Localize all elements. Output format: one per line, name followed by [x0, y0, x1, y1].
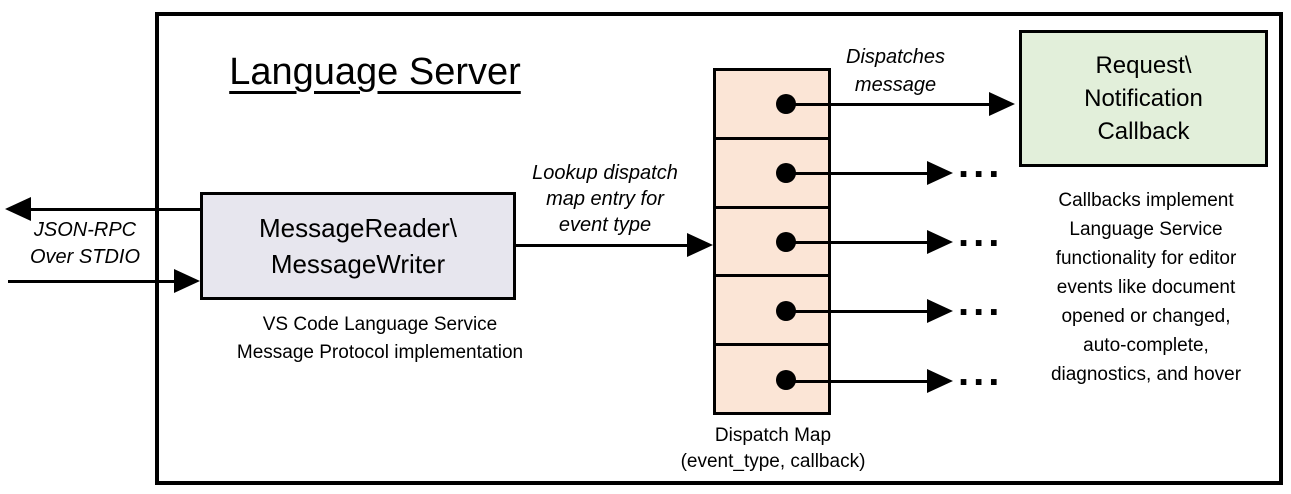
dispatch-arrow-2-line	[786, 172, 928, 175]
jsonrpc-stdio-label: JSON-RPC Over STDIO	[29, 219, 140, 268]
stdio-out-arrowhead-icon	[5, 197, 31, 221]
diagram-title: Language Server	[229, 51, 521, 93]
message-reader-writer-box: MessageReader\ MessageWriter	[200, 192, 516, 300]
lookup-arrowhead-icon	[687, 233, 713, 257]
callbacks-note: Callbacks implement Language Service fun…	[1050, 190, 1242, 385]
callback-ellipsis: ...	[958, 280, 1004, 324]
dispatch-arrow-5-head-icon	[927, 369, 953, 393]
lookup-label: Lookup dispatch map entry for event type	[532, 162, 678, 236]
dispatch-arrow-1-head-icon	[989, 92, 1015, 116]
dispatch-arrow-4-head-icon	[927, 299, 953, 323]
dispatch-arrow-3-head-icon	[927, 230, 953, 254]
dispatch-map-caption: Dispatch Map (event_type, callback)	[680, 425, 866, 472]
stdio-in-arrow-line	[8, 280, 174, 283]
dispatch-arrow-2-head-icon	[927, 161, 953, 185]
callback-ellipsis: ...	[958, 211, 1004, 255]
dispatch-arrow-1-line	[786, 103, 990, 106]
stdio-in-arrowhead-icon	[174, 269, 200, 293]
dispatch-map-cell	[716, 274, 828, 343]
lookup-arrow-line	[515, 244, 689, 247]
reader-caption: VS Code Language Service Message Protoco…	[236, 314, 524, 363]
dispatches-message-label: Dispatches message	[846, 46, 945, 96]
dispatch-map-cell	[716, 343, 828, 412]
request-notification-callback-label: Request\ Notification Callback	[1084, 52, 1203, 145]
dispatch-map-cell	[716, 205, 828, 275]
callback-ellipsis: ...	[958, 142, 1004, 186]
dispatch-arrow-5-line	[786, 380, 928, 383]
dispatch-arrow-3-line	[786, 241, 928, 244]
request-notification-callback-box: Request\ Notification Callback	[1019, 30, 1268, 167]
stdio-out-arrow-line	[30, 208, 200, 211]
callback-ellipsis: ...	[958, 350, 1004, 394]
dispatch-map-cell	[716, 136, 828, 206]
dispatch-arrow-4-line	[786, 310, 928, 313]
language-server-boundary-box	[155, 12, 1283, 485]
message-reader-writer-label: MessageReader\ MessageWriter	[259, 213, 457, 279]
